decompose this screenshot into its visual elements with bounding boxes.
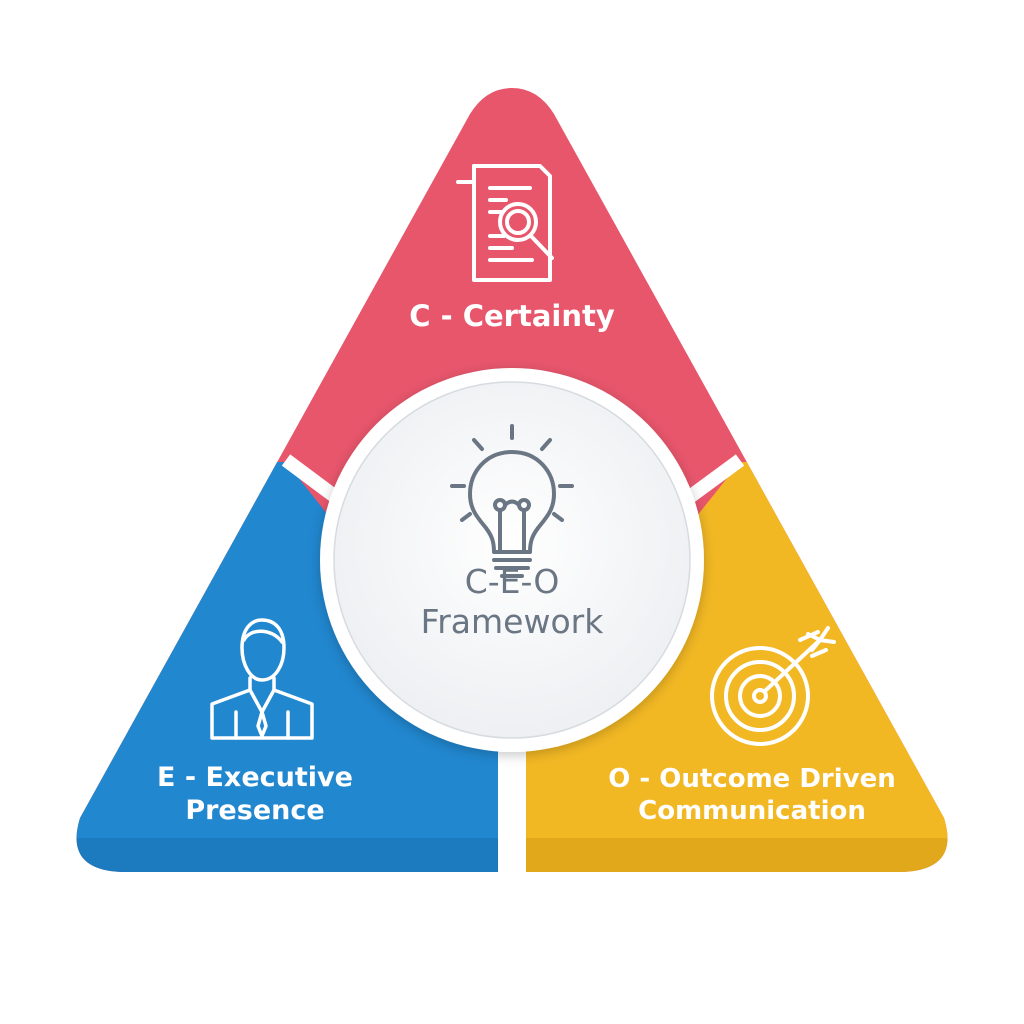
target-arrow-icon <box>710 626 836 746</box>
lightbulb-icon <box>450 424 574 578</box>
segment-label-certainty: C - Certainty <box>409 299 615 333</box>
businessman-icon <box>210 618 314 740</box>
segment-label-executive-presence: E - Executive Presence <box>157 762 353 826</box>
center-title-line2: Framework <box>420 601 604 641</box>
document-search-icon <box>456 164 554 282</box>
center-title-line1: C-E-O <box>464 562 560 601</box>
segment-label-outcome-driven: O - Outcome Driven Communication <box>608 764 896 826</box>
center-title: C-E-O Framework <box>350 562 674 641</box>
